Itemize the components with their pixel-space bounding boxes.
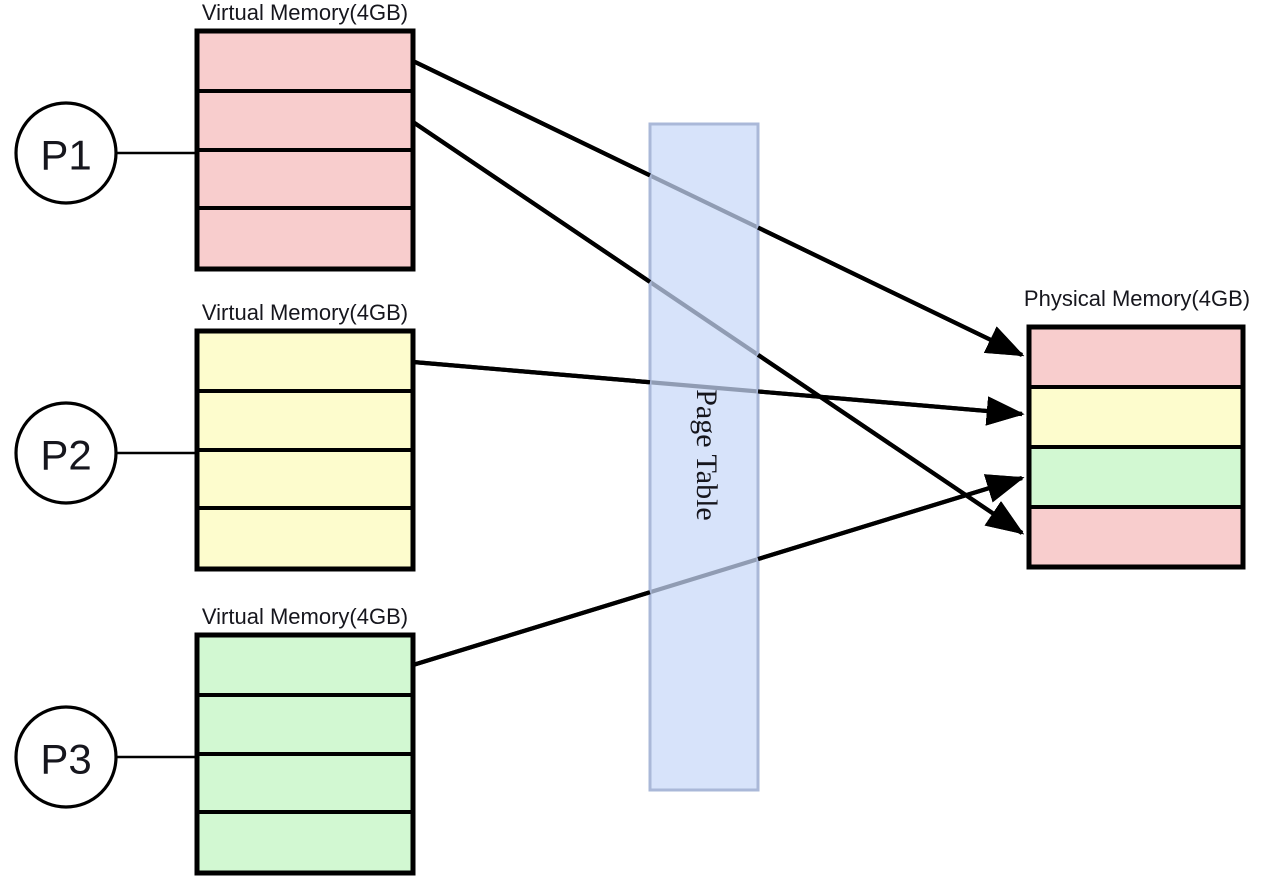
virtual-memory-frame-p1 xyxy=(194,28,416,272)
process-group-p1: P1 Virtual Memory(4GB) xyxy=(14,0,416,272)
virtual-memory-block-p1[interactable] xyxy=(194,28,416,272)
physical-memory-frame-4[interactable] xyxy=(1027,505,1245,569)
virtual-memory-title-p1: Virtual Memory(4GB) xyxy=(202,0,408,25)
virtual-memory-page-p3-4[interactable] xyxy=(195,810,415,875)
virtual-memory-frame-p3 xyxy=(194,632,416,876)
virtual-memory-page-p1-1[interactable] xyxy=(195,29,415,93)
virtual-memory-page-p1-2[interactable] xyxy=(195,89,415,152)
virtual-memory-frame-p2 xyxy=(194,328,416,572)
process-label-p3: P3 xyxy=(40,736,91,783)
virtual-memory-page-p2-1[interactable] xyxy=(195,329,415,393)
physical-memory-frame-2[interactable] xyxy=(1027,385,1245,449)
virtual-memory-page-p3-1[interactable] xyxy=(195,633,415,697)
mapping-arrow-overlay xyxy=(411,59,1025,668)
virtual-memory-page-p3-2[interactable] xyxy=(195,693,415,756)
mapping-arrow-p3-page1-head xyxy=(757,474,1025,562)
mapping-arrow-p1-page1-head xyxy=(757,225,1025,357)
physical-memory-title: Physical Memory(4GB) xyxy=(1024,286,1250,311)
virtual-memory-title-p2: Virtual Memory(4GB) xyxy=(202,300,408,325)
virtual-memory-page-p3-3[interactable] xyxy=(195,752,415,814)
virtual-memory-page-p2-2[interactable] xyxy=(195,389,415,452)
mapping-arrow-p3-page1-tail xyxy=(412,590,651,668)
process-circle-p1[interactable] xyxy=(14,101,118,205)
page-table-block: Page Table xyxy=(648,122,760,792)
virtual-memory-page-p1-4[interactable] xyxy=(195,206,415,271)
mapping-arrow-p2-page1-head xyxy=(757,389,1025,426)
mapping-arrow-p1-page2-head xyxy=(756,353,1025,535)
virtual-memory-title-p3: Virtual Memory(4GB) xyxy=(202,604,408,629)
physical-memory-group: Physical Memory(4GB) xyxy=(1024,286,1250,570)
process-label-p2: P2 xyxy=(40,432,91,479)
virtual-memory-page-p2-3[interactable] xyxy=(195,448,415,510)
process-label-p1: P1 xyxy=(40,132,91,179)
physical-memory-frame-3[interactable] xyxy=(1027,445,1245,509)
virtual-memory-block-p2[interactable] xyxy=(194,328,416,572)
mapping-arrow-p1-page1-tail xyxy=(412,59,651,178)
physical-memory-outline xyxy=(1026,324,1246,570)
process-group-p2: P2 Virtual Memory(4GB) xyxy=(14,300,416,572)
page-table-rect xyxy=(648,122,760,792)
physical-memory-frame-1[interactable] xyxy=(1027,325,1245,389)
process-circle-p2[interactable] xyxy=(14,401,118,505)
page-table-label: Page Table xyxy=(690,389,723,520)
virtual-memory-page-p1-3[interactable] xyxy=(195,148,415,210)
virtual-memory-page-p2-4[interactable] xyxy=(195,506,415,571)
physical-memory-block[interactable] xyxy=(1026,324,1246,570)
process-group-p3: P3 Virtual Memory(4GB) xyxy=(14,604,416,876)
virtual-memory-block-p3[interactable] xyxy=(194,632,416,876)
process-circle-p3[interactable] xyxy=(14,705,118,809)
mapping-arrow-p1-page2-tail xyxy=(411,120,652,284)
mapping-arrow-p2-page1-tail xyxy=(412,359,651,385)
